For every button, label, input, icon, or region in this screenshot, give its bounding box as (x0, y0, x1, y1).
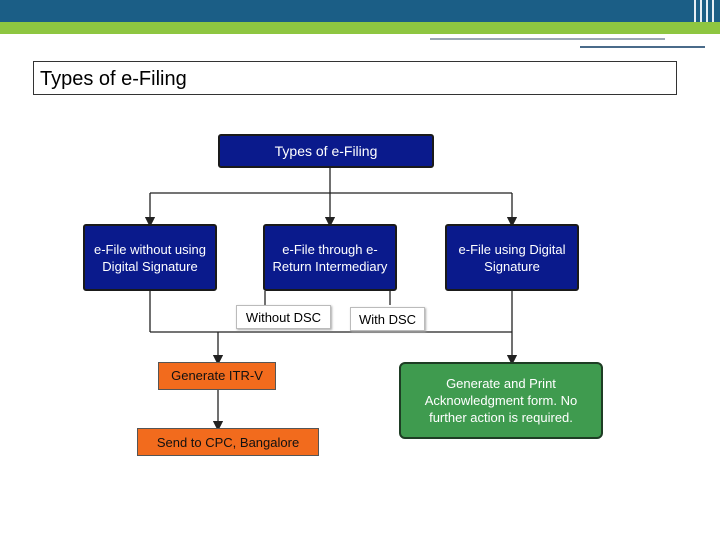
header-stripes (690, 0, 720, 22)
header-bar-blue (0, 0, 690, 22)
step-generate-itrv: Generate ITR-V (158, 362, 276, 390)
header-rule-2 (580, 46, 705, 48)
node-root: Types of e-Filing (218, 134, 434, 168)
node-without-dsc: e-File without using Digital Signature (83, 224, 217, 291)
slide-title: Types of e-Filing (40, 68, 187, 90)
option-without-dsc: Without DSC (236, 305, 331, 329)
node-intermediary: e-File through e-Return Intermediary (263, 224, 397, 291)
header-rule-1 (430, 38, 665, 40)
node-with-dsc: e-File using Digital Signature (445, 224, 579, 291)
header-bar-green (0, 22, 720, 34)
slide-title-box: Types of e-Filing (33, 61, 677, 95)
option-with-dsc: With DSC (350, 307, 425, 331)
step-print-acknowledgment: Generate and Print Acknowledgment form. … (399, 362, 603, 439)
step-send-cpc: Send to CPC, Bangalore (137, 428, 319, 456)
